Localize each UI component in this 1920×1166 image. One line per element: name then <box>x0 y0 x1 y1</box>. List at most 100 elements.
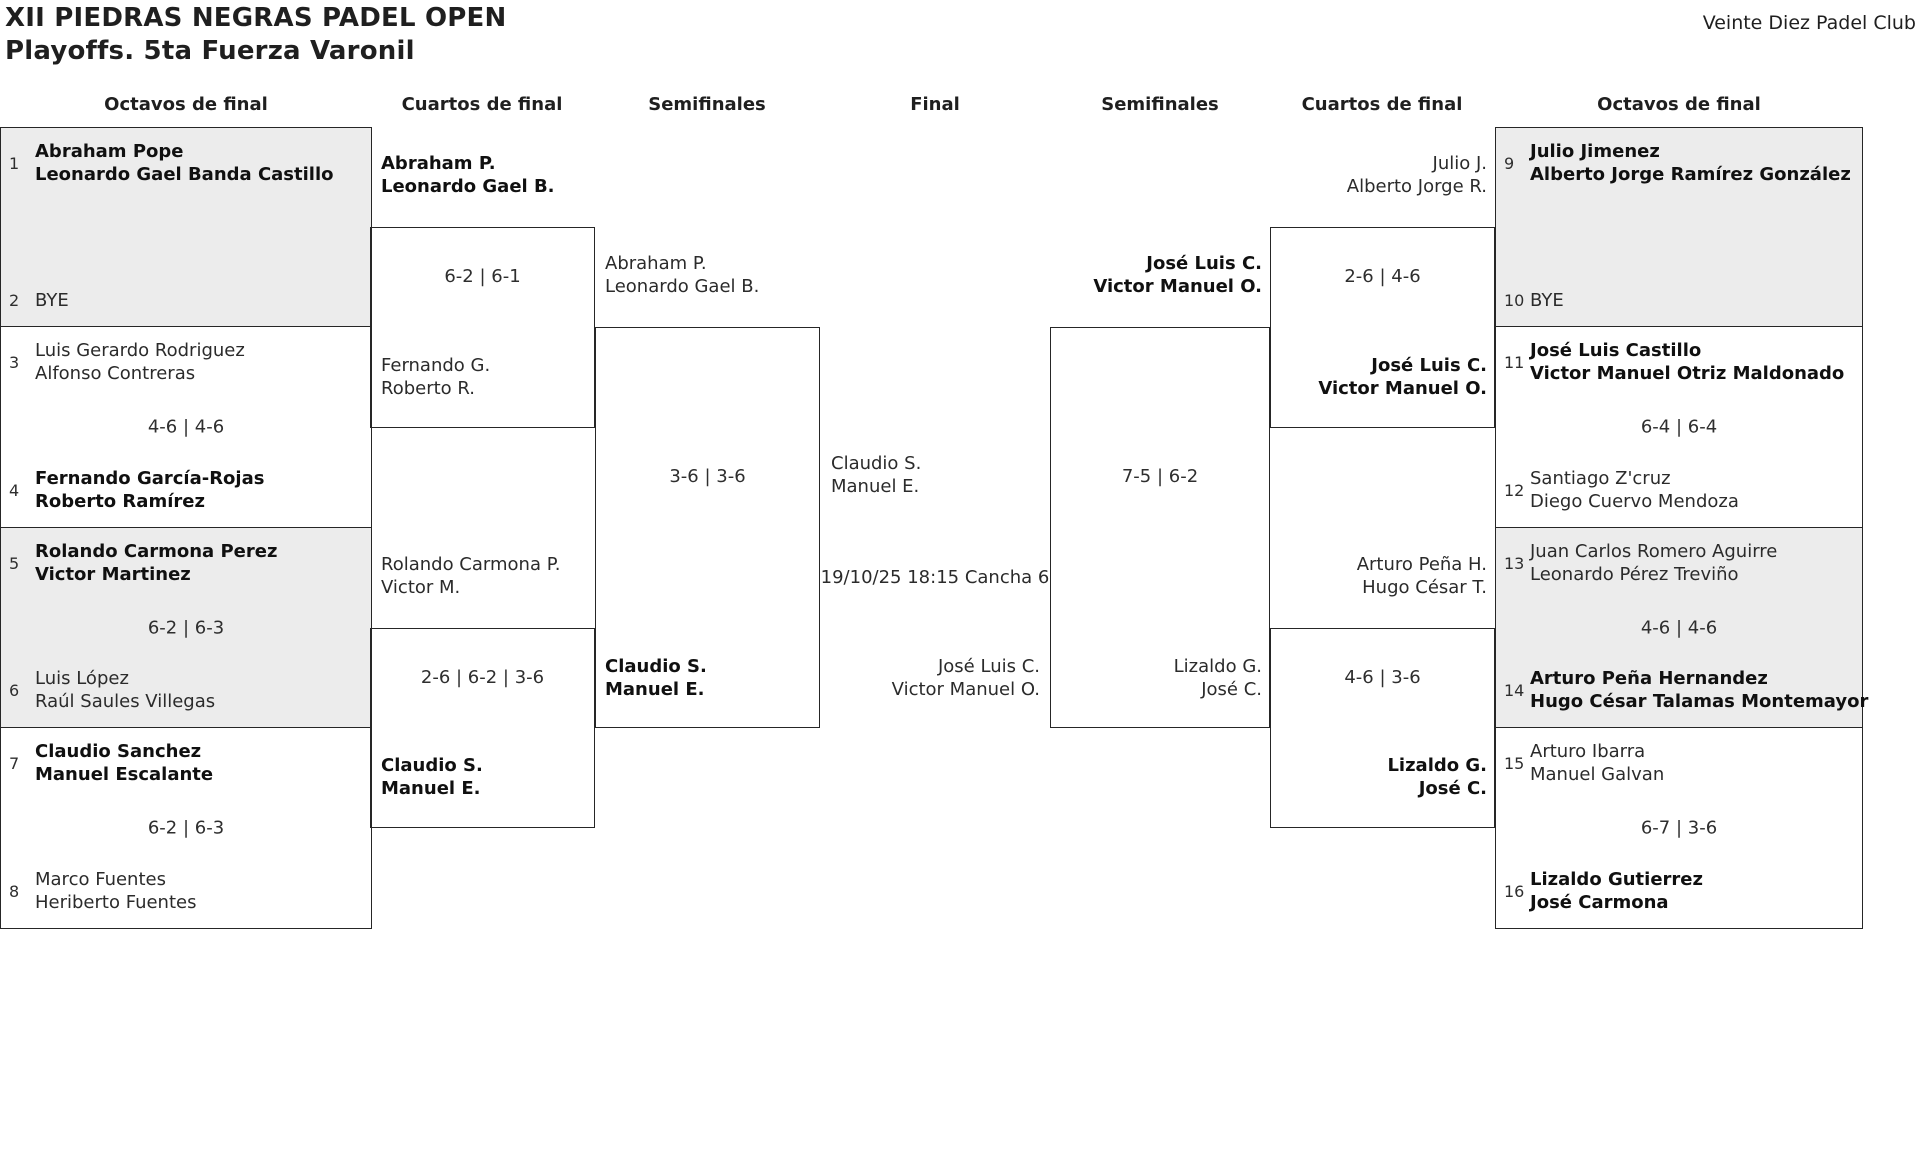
category-subtitle: Playoffs. 5ta Fuerza Varonil <box>5 36 415 66</box>
tournament-title: XII PIEDRAS NEGRAS PADEL OPEN <box>5 3 507 33</box>
participant-label: José Luis C.Victor Manuel O. <box>1318 355 1487 399</box>
club-name: Veinte Diez Padel Club <box>1702 12 1916 34</box>
team-names: BYE <box>1530 290 1564 311</box>
participant-label: Lizaldo G.José C. <box>1173 656 1262 700</box>
finalist-label-left: Claudio S.Manuel E. <box>831 453 922 497</box>
participant-label: Claudio S.Manuel E. <box>381 755 483 799</box>
seed-number: 3 <box>9 352 20 372</box>
participant-label: Abraham P.Leonardo Gael B. <box>381 153 555 197</box>
participant-label: Julio J.Alberto Jorge R. <box>1346 153 1487 197</box>
participant-label: Arturo Peña H.Hugo César T. <box>1356 554 1487 598</box>
round-header-octavos-right: Octavos de final <box>1597 94 1761 115</box>
match-score: 6-4 | 6-4 <box>1640 416 1718 438</box>
seed-number: 8 <box>9 881 20 901</box>
participant-label: José Luis C.Victor Manuel O. <box>1093 253 1262 297</box>
round-header-octavos-left: Octavos de final <box>104 94 268 115</box>
seed-number: 2 <box>9 291 20 310</box>
match-box-cuartos-l2[interactable] <box>370 628 595 828</box>
participant-label: Fernando G.Roberto R. <box>381 355 491 399</box>
match-score: 2-6 | 6-2 | 3-6 <box>420 667 545 688</box>
team-names: BYE <box>35 290 69 311</box>
participant-label: Rolando Carmona P.Victor M. <box>381 554 561 598</box>
match-score: 6-7 | 3-6 <box>1640 817 1718 839</box>
team-row: 2 BYE <box>9 289 367 312</box>
page-header: XII PIEDRAS NEGRAS PADEL OPEN Playoffs. … <box>5 2 506 68</box>
team-row: 10 BYE <box>1504 289 1858 312</box>
final-schedule: 19/10/25 18:15 Cancha 6 <box>820 567 1050 588</box>
match-score: 4-6 | 4-6 <box>1640 617 1718 638</box>
finalist-label-right: José Luis C.Victor Manuel O. <box>891 656 1040 700</box>
round-header-cuartos-left: Cuartos de final <box>401 94 563 115</box>
seed-number: 13 <box>1504 553 1525 573</box>
seed-number: 1 <box>9 153 20 173</box>
seed-number: 7 <box>9 753 20 773</box>
match-score: 6-2 | 6-1 <box>444 266 521 287</box>
participant-label: Lizaldo G.José C. <box>1387 755 1487 799</box>
match-score: 6-2 | 6-3 <box>147 617 225 638</box>
round-header-cuartos-right: Cuartos de final <box>1301 94 1463 115</box>
seed-number: 6 <box>9 680 20 700</box>
match-score: 7-5 | 6-2 <box>1121 466 1199 487</box>
seed-number: 15 <box>1504 753 1525 773</box>
match-score: 4-6 | 4-6 <box>147 416 225 438</box>
match-box-cuartos-r1[interactable] <box>1270 227 1495 428</box>
seed-number: 14 <box>1504 680 1525 700</box>
match-box-semis-left[interactable] <box>595 327 820 728</box>
seed-number: 10 <box>1504 291 1525 310</box>
seed-number: 12 <box>1504 480 1525 500</box>
match-score: 3-6 | 3-6 <box>669 466 746 487</box>
match-score: 6-2 | 6-3 <box>147 817 225 839</box>
match-box-cuartos-r2[interactable] <box>1270 628 1495 828</box>
round-header-final: Final <box>910 94 960 115</box>
round-header-semis-left: Semifinales <box>648 94 766 115</box>
seed-number: 4 <box>9 480 20 500</box>
participant-label: Claudio S.Manuel E. <box>605 656 707 700</box>
participant-label: Abraham P.Leonardo Gael B. <box>605 253 760 297</box>
match-box-semis-right[interactable] <box>1050 327 1270 728</box>
seed-number: 9 <box>1504 153 1515 173</box>
match-score: 4-6 | 3-6 <box>1344 667 1421 688</box>
match-box-cuartos-l1[interactable] <box>370 227 595 428</box>
match-score: 2-6 | 4-6 <box>1344 266 1421 287</box>
seed-number: 5 <box>9 553 20 573</box>
seed-number: 11 <box>1504 352 1525 372</box>
seed-number: 16 <box>1504 881 1525 901</box>
